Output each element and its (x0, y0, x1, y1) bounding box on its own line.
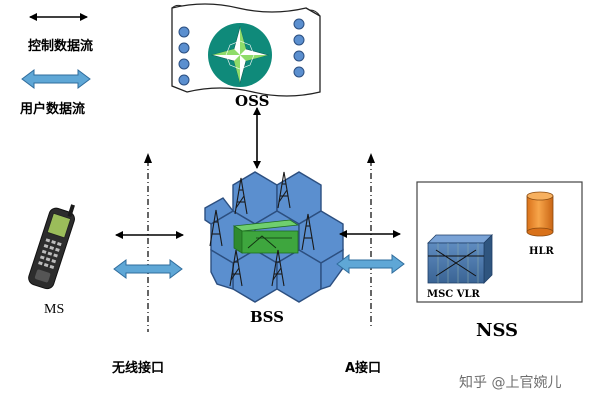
hlr-label: HLR (529, 246, 554, 257)
oss-sprocket-holes (178, 18, 305, 86)
ms-label: MS (44, 302, 64, 317)
oss-node: OSS (171, 3, 321, 110)
a-interface-label: A接口 (345, 360, 381, 376)
legend: 控制数据流 用户数据流 (19, 13, 93, 117)
antenna-tower-icons (209, 171, 315, 287)
compass-star (210, 25, 270, 85)
ms-bss-user-arrow (113, 259, 183, 279)
air-interface: 无线接口 (111, 153, 184, 376)
bsc-box (232, 219, 300, 254)
ms-node: MS (28, 204, 75, 317)
nss-node: MSC VLR HLR NSS (416, 181, 583, 341)
nss-label: NSS (476, 320, 518, 341)
bss-nss-user-arrow (336, 254, 405, 274)
hlr-database-icon (526, 191, 554, 237)
msc-vlr-label: MSC VLR (427, 289, 481, 300)
user-flow-legend-arrow (21, 69, 91, 89)
a-interface: A接口 (336, 153, 405, 376)
msc-vlr-icon (427, 234, 493, 284)
mobile-phone-icon (28, 204, 75, 290)
user-flow-legend-label: 用户数据流 (19, 101, 85, 117)
watermark: 知乎 @上官婉儿 (459, 374, 561, 391)
bss-label: BSS (250, 308, 284, 326)
oss-label: OSS (235, 92, 269, 110)
bss-node: BSS (204, 171, 344, 326)
control-flow-legend-label: 控制数据流 (28, 38, 93, 54)
air-interface-label: 无线接口 (111, 360, 164, 376)
